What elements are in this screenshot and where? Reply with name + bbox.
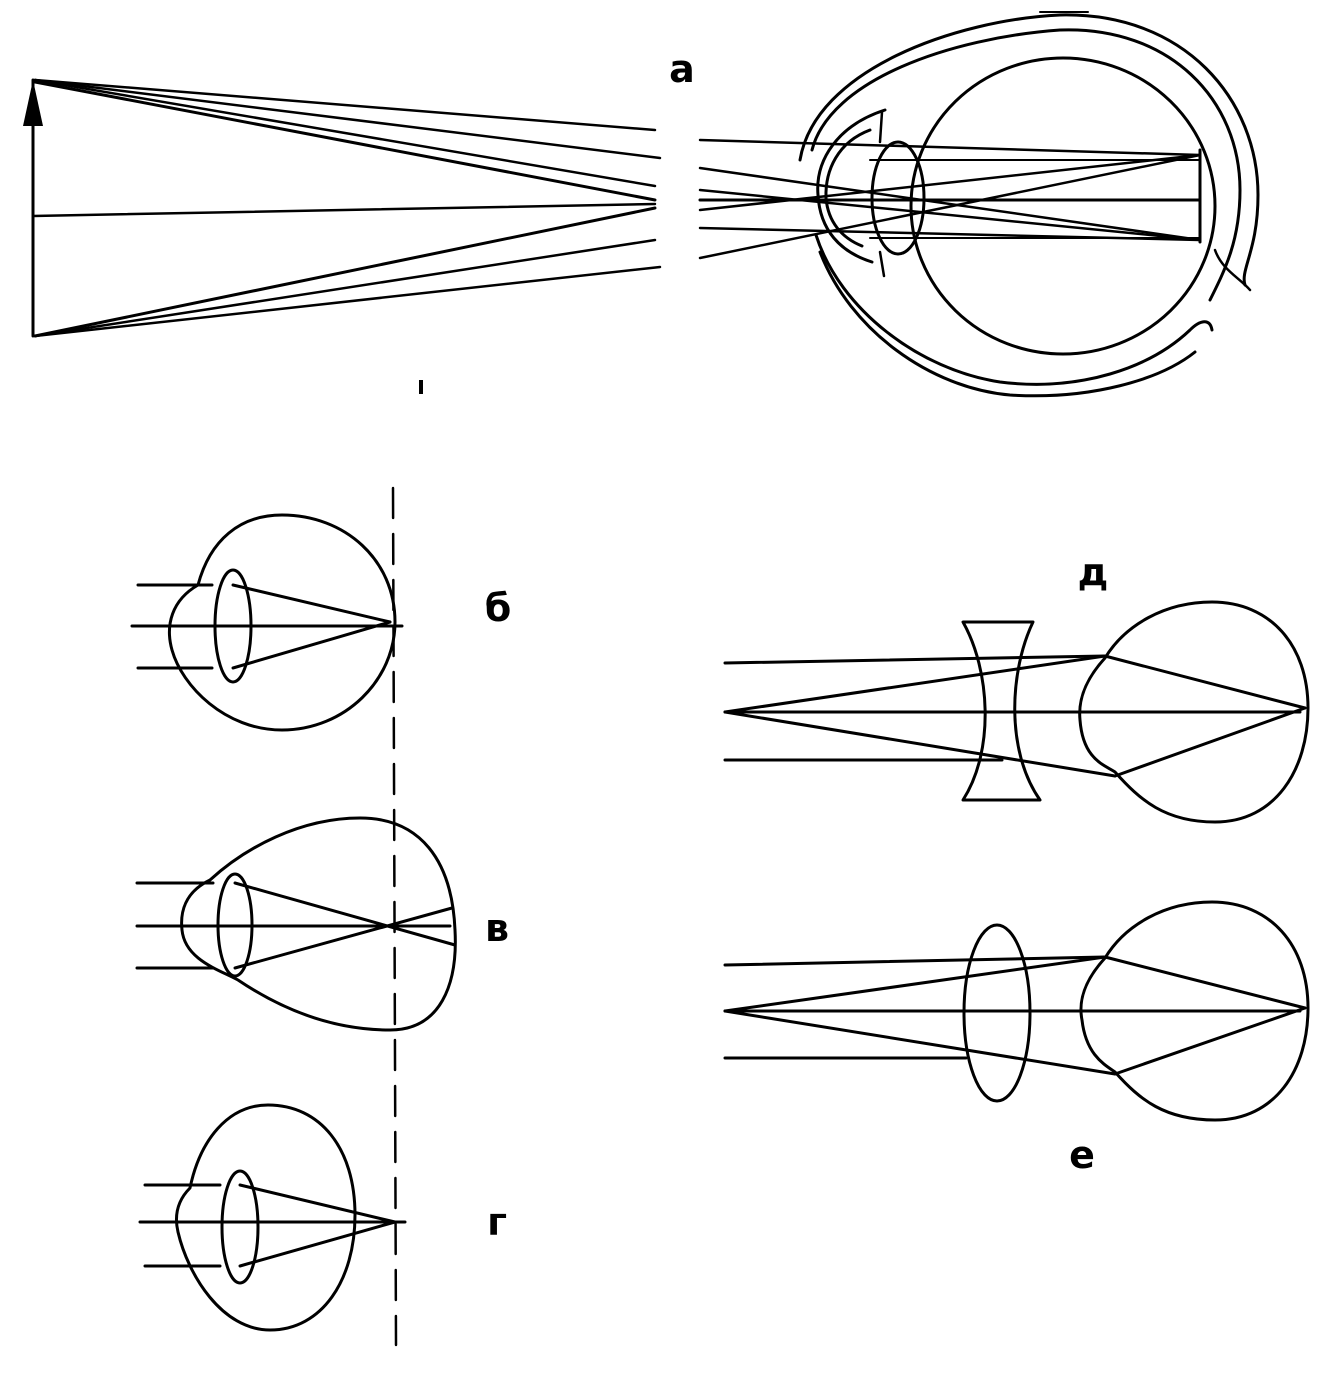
- label-e: е: [1069, 1133, 1095, 1177]
- speck-mark: [419, 380, 423, 394]
- eyeball-section: [798, 11, 1260, 398]
- panel-e: е: [723, 900, 1310, 1177]
- eyeball: [175, 1103, 357, 1332]
- diverging-lens: [961, 620, 1042, 802]
- panel-a: а: [23, 11, 1260, 398]
- lens: [870, 140, 926, 256]
- label-d: д: [1078, 550, 1109, 594]
- panel-b: б: [130, 513, 512, 732]
- eyeball: [180, 816, 457, 1032]
- label-v: в: [485, 906, 509, 950]
- arrow-head-icon: [23, 80, 43, 126]
- label-a: а: [669, 47, 695, 91]
- eyeball: [1079, 900, 1310, 1122]
- eyeball: [1078, 600, 1310, 824]
- label-b: б: [485, 586, 512, 630]
- panel-g: г: [138, 1103, 507, 1332]
- converging-lens: [962, 923, 1032, 1103]
- eye-rays: [698, 138, 1202, 260]
- incoming-rays: [31, 78, 662, 338]
- lens: [220, 1169, 260, 1285]
- label-g: г: [487, 1200, 507, 1244]
- panel-d: д: [723, 550, 1310, 824]
- object-arrow: [23, 78, 43, 338]
- panel-v: в: [135, 816, 509, 1032]
- eyeball: [168, 513, 397, 732]
